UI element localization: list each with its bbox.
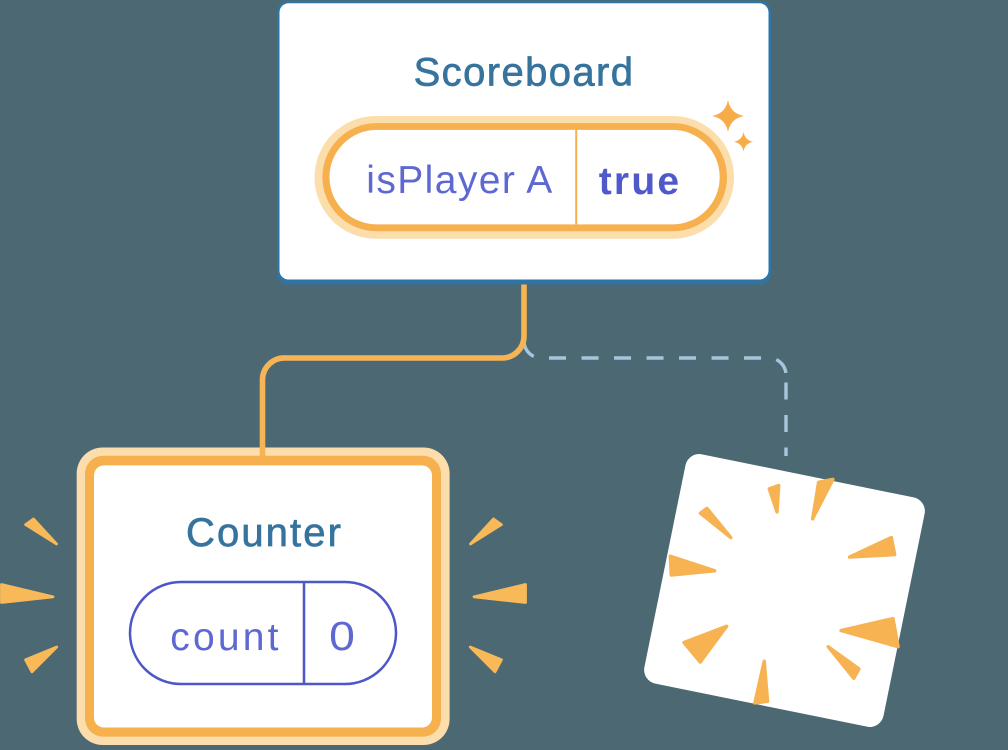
svg-text:isPlayer A: isPlayer A <box>366 159 553 202</box>
svg-text:count: count <box>170 616 281 659</box>
svg-text:Scoreboard: Scoreboard <box>414 51 635 95</box>
svg-text:Counter: Counter <box>186 511 343 555</box>
svg-text:0: 0 <box>329 613 355 659</box>
svg-text:true: true <box>599 160 681 203</box>
